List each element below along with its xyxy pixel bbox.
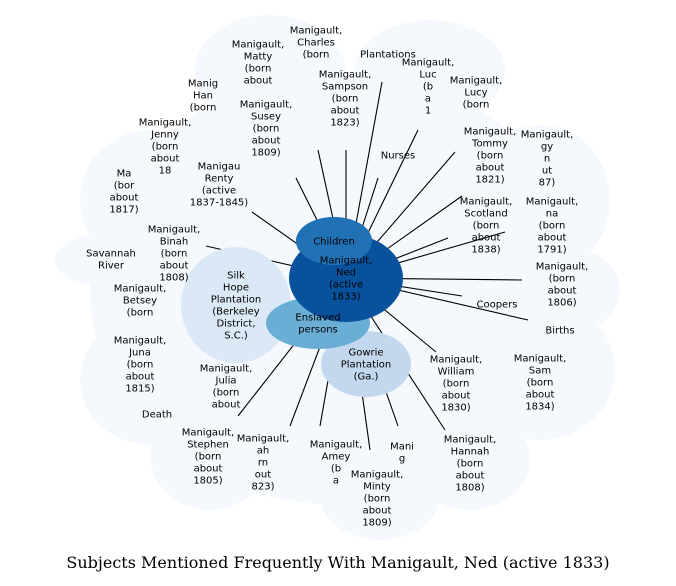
bubble-children-label: Children bbox=[313, 237, 355, 248]
node-lucy: Manigault,Lucy(born bbox=[450, 76, 503, 111]
node-plantations: Plantations bbox=[360, 50, 416, 61]
diagram-title: Subjects Mentioned Frequently With Manig… bbox=[66, 553, 610, 572]
nodes: Manigault,Charles(bornManigault,Matty(bo… bbox=[86, 26, 588, 529]
node-death: Death bbox=[142, 410, 172, 421]
bubble-children-top bbox=[296, 217, 372, 265]
node-nurses: Nurses bbox=[381, 151, 416, 162]
node-betsey: Manigault,Betsey(born bbox=[114, 284, 167, 319]
node-coopers: Coopers bbox=[476, 300, 517, 311]
node-births: Births bbox=[545, 326, 574, 337]
node-charles: Manigault,Charles(born bbox=[290, 26, 343, 61]
background-halo bbox=[55, 15, 620, 540]
bubble-gowrie-plantation bbox=[321, 331, 411, 397]
bubble-silk-hope-plantation bbox=[181, 247, 291, 363]
